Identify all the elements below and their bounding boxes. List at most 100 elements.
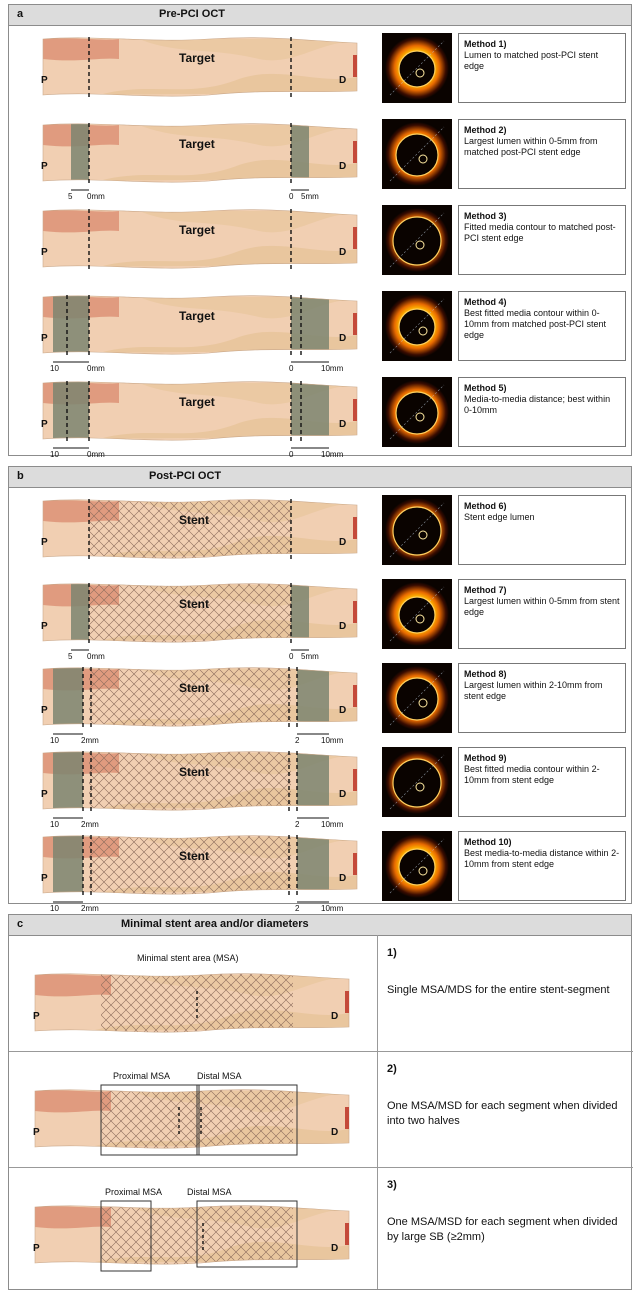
- method-box: Method 1)Lumen to matched post-PCI stent…: [458, 33, 626, 103]
- proximal-label: P: [41, 873, 48, 884]
- vessel-diagram: [31, 1197, 361, 1290]
- stent-label: Stent: [179, 597, 209, 611]
- panel-a-letter: a: [17, 8, 23, 20]
- method-title: Method 4): [464, 297, 620, 308]
- target-label: Target: [179, 223, 215, 237]
- method-description: Best fitted media contour within 0-10mm …: [464, 308, 606, 340]
- target-label: Target: [179, 395, 215, 409]
- method-title: Method 3): [464, 211, 620, 222]
- proximal-label: P: [41, 333, 48, 344]
- msa-method-number: 3): [387, 1179, 397, 1191]
- scale-right-end: 10mm: [321, 904, 343, 913]
- proximal-label: P: [41, 621, 48, 632]
- method-description: Largest lumen within 0-5mm from matched …: [464, 136, 598, 157]
- method-description: Largest lumen within 0-5mm from stent ed…: [464, 596, 620, 617]
- method-title: Method 2): [464, 125, 620, 136]
- scale-right-start: 0: [289, 364, 293, 373]
- proximal-label: P: [33, 1243, 40, 1254]
- target-label: Target: [179, 51, 215, 65]
- scale-right-start: 0: [289, 192, 293, 201]
- stent-label: Stent: [179, 513, 209, 527]
- proximal-label: P: [33, 1011, 40, 1022]
- distal-label: D: [339, 873, 346, 884]
- method-title: Method 7): [464, 585, 620, 596]
- target-label: Target: [179, 309, 215, 323]
- method-box: Method 5)Media-to-media distance; best w…: [458, 377, 626, 447]
- panel-b-header: b Post-PCI OCT: [9, 467, 631, 488]
- distal-label: D: [339, 419, 346, 430]
- method-box: Method 4)Best fitted media contour withi…: [458, 291, 626, 361]
- oct-image: [382, 747, 452, 817]
- method-box: Method 9)Best fitted media contour withi…: [458, 747, 626, 817]
- panel-a-title: Pre-PCI OCT: [159, 8, 225, 20]
- proximal-label: P: [41, 419, 48, 430]
- method-title: Method 9): [464, 753, 620, 764]
- method-description: Largest lumen within 2-10mm from stent e…: [464, 680, 603, 701]
- msa-label: Minimal stent area (MSA): [137, 953, 239, 963]
- panel-c-header: c Minimal stent area and/or diameters: [9, 915, 631, 936]
- method-description: Fitted media contour to matched post-PCI…: [464, 222, 616, 243]
- distal-label: D: [339, 161, 346, 172]
- distal-label: D: [339, 333, 346, 344]
- method-description: Lumen to matched post-PCI stent edge: [464, 50, 598, 71]
- scale-right-start: 0: [289, 450, 293, 459]
- scale-left-end: 0mm: [87, 450, 105, 459]
- method-box: Method 7)Largest lumen within 0-5mm from…: [458, 579, 626, 649]
- method-box: Method 8)Largest lumen within 2-10mm fro…: [458, 663, 626, 733]
- distal-label: D: [339, 75, 346, 86]
- panel-b-letter: b: [17, 470, 24, 482]
- stent-label: Stent: [179, 765, 209, 779]
- proximal-label: P: [41, 247, 48, 258]
- oct-image: [382, 377, 452, 447]
- distal-msa-label: Distal MSA: [187, 1187, 232, 1197]
- oct-image: [382, 495, 452, 565]
- proximal-msa-label: Proximal MSA: [113, 1071, 170, 1081]
- method-box: Method 6)Stent edge lumen: [458, 495, 626, 565]
- method-description: Media-to-media distance; best within 0-1…: [464, 394, 610, 415]
- oct-image: [382, 579, 452, 649]
- msa-method-number: 1): [387, 947, 397, 959]
- method-box: Method 10)Best media-to-media distance w…: [458, 831, 626, 901]
- vessel-diagram: [31, 1081, 361, 1174]
- panel-c-title: Minimal stent area and/or diameters: [121, 918, 309, 930]
- distal-label: D: [339, 621, 346, 632]
- oct-image: [382, 291, 452, 361]
- scale-left-start: 10: [50, 364, 59, 373]
- method-title: Method 5): [464, 383, 620, 394]
- distal-label: D: [331, 1011, 338, 1022]
- scale-right-end: 10mm: [321, 364, 343, 373]
- stent-label: Stent: [179, 681, 209, 695]
- vessel-diagram: [39, 29, 369, 122]
- distal-msa-label: Distal MSA: [197, 1071, 242, 1081]
- proximal-label: P: [41, 537, 48, 548]
- method-box: Method 2)Largest lumen within 0-5mm from…: [458, 119, 626, 189]
- msa-method-number: 2): [387, 1063, 397, 1075]
- scale-right-start: 2: [295, 904, 299, 913]
- method-title: Method 6): [464, 501, 620, 512]
- proximal-label: P: [33, 1127, 40, 1138]
- msa-method-description: Single MSA/MDS for the entire stent-segm…: [387, 983, 627, 998]
- proximal-msa-label: Proximal MSA: [105, 1187, 162, 1197]
- distal-label: D: [339, 705, 346, 716]
- msa-method-description: One MSA/MSD for each segment when divide…: [387, 1215, 627, 1245]
- proximal-label: P: [41, 161, 48, 172]
- method-title: Method 8): [464, 669, 620, 680]
- target-label: Target: [179, 137, 215, 151]
- panel-c-letter: c: [17, 918, 23, 930]
- distal-label: D: [331, 1243, 338, 1254]
- scale-left-end: 2mm: [81, 904, 99, 913]
- panel-a-header: a Pre-PCI OCT: [9, 5, 631, 26]
- proximal-label: P: [41, 789, 48, 800]
- method-description: Stent edge lumen: [464, 512, 535, 522]
- oct-image: [382, 831, 452, 901]
- scale-right-end: 10mm: [321, 450, 343, 459]
- distal-label: D: [339, 789, 346, 800]
- method-title: Method 10): [464, 837, 620, 848]
- oct-image: [382, 119, 452, 189]
- scale-left-start: 10: [50, 904, 59, 913]
- vessel-diagram: [31, 965, 361, 1058]
- scale-left-end: 0mm: [87, 192, 105, 201]
- method-description: Best fitted media contour within 2-10mm …: [464, 764, 600, 785]
